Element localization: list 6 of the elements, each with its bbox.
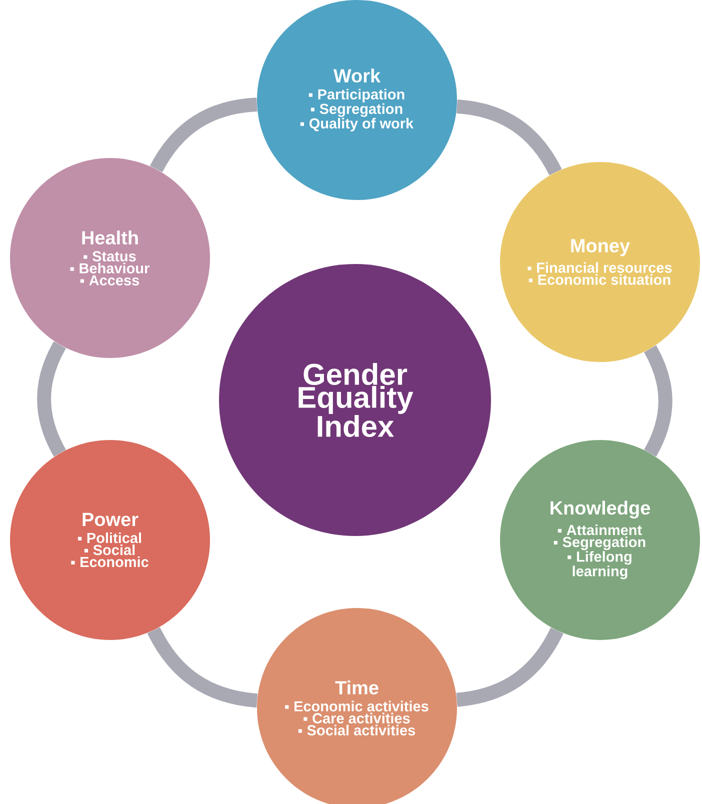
- ring-segment: [456, 99, 562, 176]
- ring-segment: [37, 342, 66, 456]
- ring-segment: [150, 98, 258, 172]
- ring-segment: [644, 345, 672, 456]
- ring-segment: [456, 627, 564, 707]
- ring-segment: [147, 626, 258, 708]
